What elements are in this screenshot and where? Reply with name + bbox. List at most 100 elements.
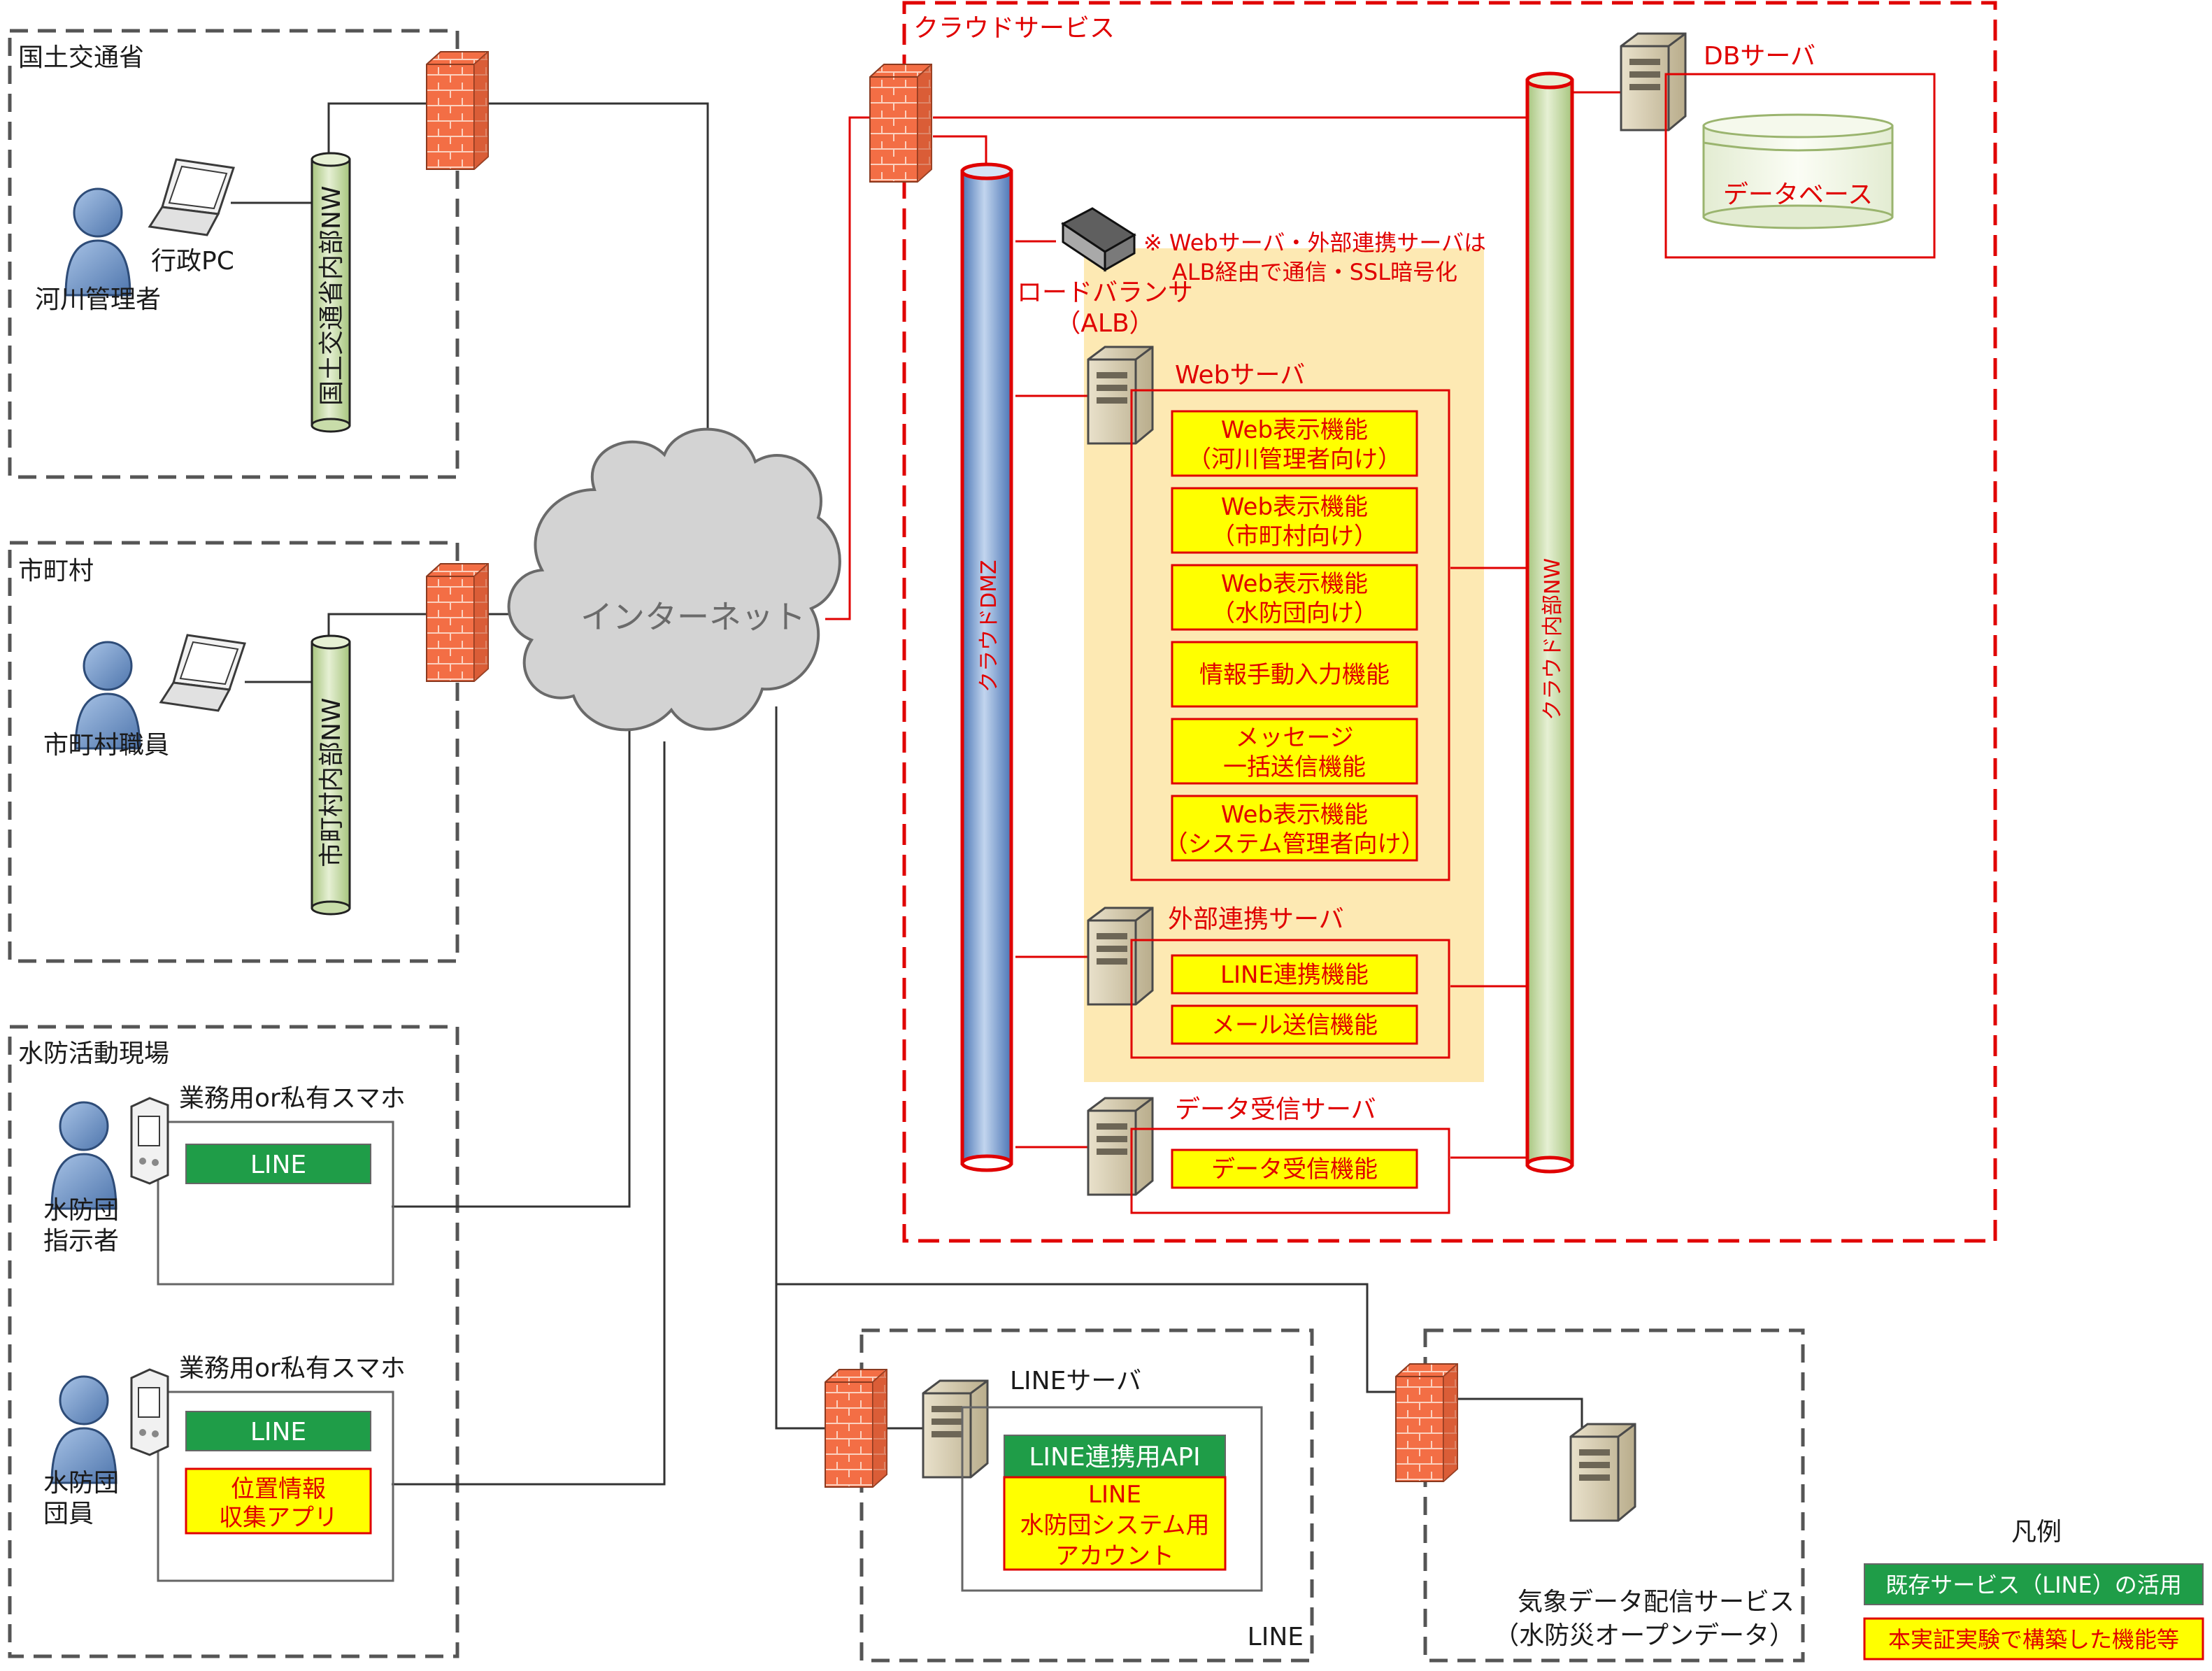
web-fn-2-label-1: Web表示機能 bbox=[1221, 570, 1368, 598]
internet-cloud bbox=[507, 427, 841, 732]
database-icon bbox=[1702, 113, 1894, 229]
city-title: 市町村 bbox=[18, 557, 94, 585]
commander-label-2: 指示者 bbox=[43, 1227, 119, 1256]
cloud-internal-nw-label: クラウド内部NW bbox=[1541, 558, 1565, 720]
weather-firewall-icon bbox=[1395, 1363, 1458, 1482]
cloud-dmz-label: クラウドDMZ bbox=[977, 560, 1001, 692]
phone1-caption: 業務用or私有スマホ bbox=[179, 1084, 406, 1113]
db-server-icon bbox=[1620, 32, 1687, 131]
legend-title: 凡例 bbox=[2011, 1518, 2062, 1546]
admin-pc-label: 行政PC bbox=[151, 247, 234, 276]
web-fn-4-box bbox=[1171, 718, 1418, 785]
recv-server-label: データ受信サーバ bbox=[1175, 1095, 1376, 1124]
mlit-title: 国土交通省 bbox=[18, 43, 144, 72]
web-fn-5-label-1: Web表示機能 bbox=[1221, 801, 1368, 829]
web-fn-4-label-2: 一括送信機能 bbox=[1223, 753, 1366, 781]
recv-fn-0-label: データ受信機能 bbox=[1211, 1156, 1378, 1183]
ext-fn-1-box bbox=[1171, 1004, 1418, 1045]
member-label-1: 水防団 bbox=[43, 1469, 119, 1498]
phone2-line-app bbox=[185, 1411, 371, 1451]
web-fn-0-label-2: （河川管理者向け） bbox=[1187, 446, 1401, 474]
line-server-label: LINEサーバ bbox=[1010, 1367, 1141, 1395]
weather-region bbox=[1423, 1328, 1805, 1663]
web-fn-0-box bbox=[1171, 410, 1418, 477]
mlit-region bbox=[8, 29, 459, 479]
line-region-title: LINE bbox=[1248, 1623, 1304, 1651]
line-account-label-2: 水防団システム用 bbox=[1020, 1512, 1210, 1540]
web-server-icon bbox=[1087, 346, 1154, 445]
line-server-frame bbox=[961, 1406, 1263, 1592]
member-person-icon bbox=[50, 1375, 117, 1484]
web-fn-2-box bbox=[1171, 564, 1418, 631]
cloud-region bbox=[902, 1, 1997, 1243]
web-fn-5-label-2: （システム管理者向け） bbox=[1164, 830, 1425, 858]
line-account-label-3: アカウント bbox=[1055, 1542, 1174, 1570]
location-app-label-2: 収集アプリ bbox=[219, 1504, 338, 1532]
internet-label: インターネット bbox=[580, 598, 806, 636]
web-functions: Web表示機能（河川管理者向け）Web表示機能（市町村向け）Web表示機能（水防… bbox=[1164, 410, 1425, 862]
ext-server-label: 外部連携サーバ bbox=[1168, 905, 1344, 934]
web-fn-5-box bbox=[1171, 795, 1418, 862]
legend-existing-label: 既存サービス（LINE）の活用 bbox=[1885, 1572, 2181, 1598]
ext-fn-0-label: LINE連携機能 bbox=[1220, 961, 1369, 989]
phone2-icon bbox=[130, 1368, 169, 1456]
legend-built-swatch bbox=[1863, 1617, 2204, 1661]
alb-note-1: ※ Webサーバ・外部連携サーバは bbox=[1143, 229, 1486, 256]
field-title: 水防活動現場 bbox=[18, 1039, 169, 1068]
city-firewall-icon bbox=[426, 563, 489, 682]
cloud-internal-nw-pipe bbox=[1525, 71, 1574, 1174]
red-links bbox=[825, 91, 1621, 1159]
recv-server-frame bbox=[1130, 1128, 1450, 1214]
line-account-box bbox=[1003, 1476, 1227, 1571]
mlit-nw-label: 国土交通省内部NW bbox=[317, 185, 346, 406]
web-fn-2-label-2: （水防団向け） bbox=[1211, 599, 1378, 627]
city-nw-label: 市町村内部NW bbox=[317, 697, 346, 867]
weather-title-1: 気象データ配信サービス bbox=[1518, 1588, 1794, 1616]
legend-built-label: 本実証実験で構築した機能等 bbox=[1888, 1626, 2179, 1653]
database-label: データベース bbox=[1723, 180, 1873, 209]
commander-label-1: 水防団 bbox=[43, 1196, 119, 1225]
line-server-icon bbox=[922, 1379, 989, 1479]
cloud-dmz-pipe bbox=[960, 162, 1013, 1172]
web-fn-1-label-1: Web表示機能 bbox=[1221, 493, 1368, 521]
city-pc-laptop-icon bbox=[159, 634, 246, 712]
city-staff-label: 市町村職員 bbox=[43, 731, 169, 760]
commander-person-icon bbox=[50, 1101, 117, 1210]
line-account-label-1: LINE bbox=[1088, 1481, 1141, 1509]
cloud-firewall-icon bbox=[869, 64, 932, 183]
line-api-label: LINE連携用API bbox=[1029, 1443, 1200, 1472]
river-admin-person-icon bbox=[64, 187, 131, 297]
river-admin-label: 河川管理者 bbox=[35, 285, 161, 314]
db-server-frame bbox=[1664, 73, 1936, 259]
phone2-frame bbox=[157, 1391, 394, 1582]
line-firewall-icon bbox=[825, 1369, 887, 1488]
cloud-title: クラウドサービス bbox=[913, 14, 1115, 43]
mlit-nw-pipe bbox=[311, 152, 351, 433]
phone1-line-app-label: LINE bbox=[250, 1151, 306, 1179]
location-app-label-1: 位置情報 bbox=[231, 1475, 326, 1503]
member-label-2: 団員 bbox=[43, 1500, 94, 1528]
alb-device-icon bbox=[1061, 207, 1136, 272]
line-api-box bbox=[1004, 1435, 1226, 1478]
phone2-caption: 業務用or私有スマホ bbox=[179, 1354, 406, 1383]
alb-label-1: ロードバランサ bbox=[1017, 278, 1193, 307]
ext-fn-0-box bbox=[1171, 954, 1418, 995]
weather-title-2: （水防災オープンデータ） bbox=[1494, 1621, 1794, 1650]
ext-server-icon bbox=[1087, 906, 1154, 1006]
web-fn-4-label-1: メッセージ bbox=[1235, 724, 1353, 752]
recv-fn-0-box bbox=[1171, 1149, 1418, 1189]
web-fn-1-label-2: （市町村向け） bbox=[1211, 522, 1378, 550]
web-fn-1-box bbox=[1171, 487, 1418, 554]
ext-server-frame bbox=[1130, 939, 1450, 1059]
phone1-frame bbox=[157, 1121, 394, 1286]
field-region bbox=[8, 1025, 459, 1658]
mlit-firewall-icon bbox=[426, 51, 489, 170]
db-server-label: DBサーバ bbox=[1704, 42, 1815, 71]
alb-note-2: ALB経由で通信・SSL暗号化 bbox=[1172, 259, 1457, 285]
weather-server-icon bbox=[1569, 1423, 1636, 1522]
phone1-icon bbox=[130, 1097, 169, 1185]
web-fn-3-label-1: 情報手動入力機能 bbox=[1199, 661, 1390, 689]
recv-server-icon bbox=[1087, 1097, 1154, 1196]
admin-pc-laptop-icon bbox=[148, 158, 235, 236]
line-region bbox=[859, 1328, 1314, 1663]
